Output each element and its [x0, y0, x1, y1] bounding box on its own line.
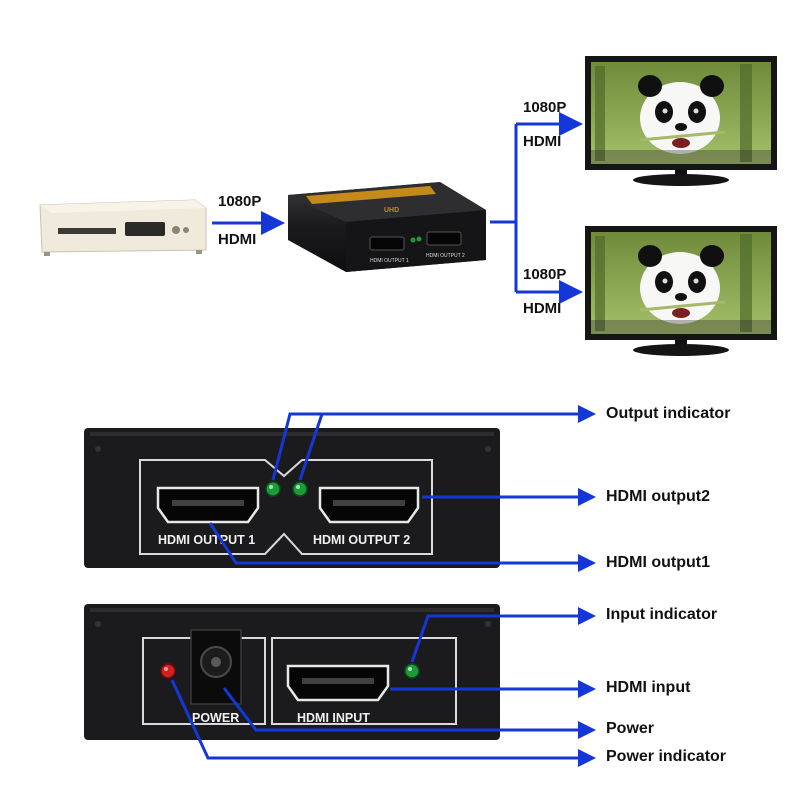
- output-1-resolution-label: 1080P: [523, 99, 567, 116]
- output-2-interface-label: HDMI: [523, 300, 562, 317]
- input-interface-label: HDMI: [218, 231, 257, 248]
- front-port-1-label: HDMI OUTPUT 1: [158, 533, 255, 547]
- input-led: [404, 663, 420, 679]
- front-port-2-label: HDMI OUTPUT 2: [313, 533, 410, 547]
- output-branch-lines: [490, 112, 583, 304]
- callout-hdmi-output2: HDMI output2: [606, 488, 710, 505]
- output-1-interface-label: HDMI: [523, 133, 562, 150]
- back-input-label: HDMI INPUT: [297, 711, 370, 725]
- callout-hdmi-output1: HDMI output1: [606, 554, 710, 571]
- splitter-port-1-label: HDMI OUTPUT 1: [370, 258, 409, 264]
- callout-power: Power: [606, 720, 655, 737]
- tv-display-1: [585, 56, 777, 186]
- input-resolution-label: 1080P: [218, 193, 262, 210]
- output-2-resolution-label: 1080P: [523, 266, 567, 283]
- power-led: [160, 663, 176, 679]
- back-panel: POWER HDMI INPUT: [84, 604, 500, 740]
- tv-display-2: [585, 226, 777, 356]
- callout-power-indicator: Power indicator: [606, 748, 727, 765]
- callout-hdmi-input: HDMI input: [606, 679, 691, 696]
- front-panel: HDMI OUTPUT 1 HDMI OUTPUT 2: [84, 428, 500, 568]
- back-callout-lines: [170, 607, 596, 767]
- splitter-device: HDMI OUTPUT 1 HDMI OUTPUT 2 UHD: [288, 182, 486, 272]
- back-power-label: POWER: [192, 711, 239, 725]
- callout-input-indicator: Input indicator: [606, 606, 718, 623]
- front-callout-lines: [208, 405, 596, 572]
- output-led-2: [292, 481, 308, 497]
- splitter-badge: UHD: [384, 207, 399, 214]
- source-player: [39, 199, 207, 256]
- splitter-port-2-label: HDMI OUTPUT 2: [426, 253, 465, 259]
- output-led-1: [265, 481, 281, 497]
- callout-output-indicator: Output indicator: [606, 405, 731, 422]
